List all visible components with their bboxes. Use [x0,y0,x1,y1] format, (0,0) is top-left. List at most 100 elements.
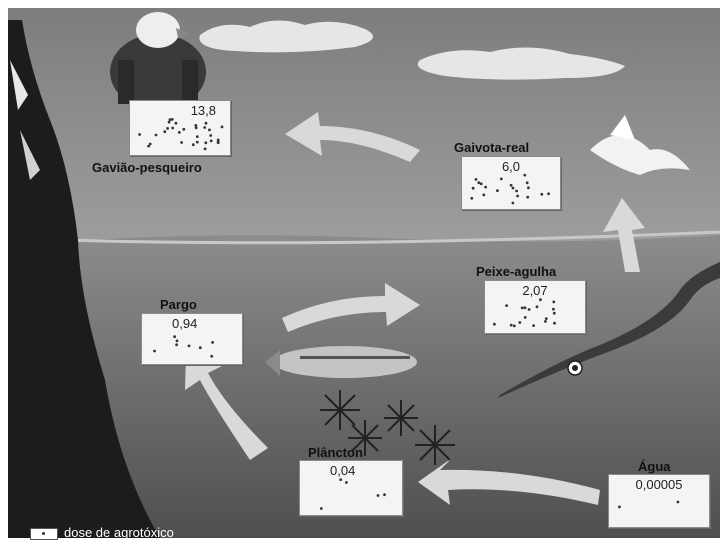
dose-dot [484,186,487,189]
dose-dot [523,174,526,177]
dose-dot [339,478,342,481]
dose-dot [163,130,166,133]
dose-dot [477,181,480,184]
node-value: 0,94 [142,316,242,331]
node-value: 0,04 [300,463,402,478]
node-label: Gavião-pesqueiro [92,160,202,175]
dose-dot [510,324,513,327]
dose-dot [496,189,499,192]
node-box-pargo: 0,94 [141,313,243,365]
node-box-gaviao: 13,8 [129,100,231,156]
node-label: Peixe-agulha [476,264,556,279]
dose-dot [472,187,475,190]
dose-dot [180,141,183,144]
dose-dot [513,325,516,328]
dose-dot [221,126,224,129]
node-value: 6,0 [462,159,560,174]
dose-dot [516,195,519,198]
dose-dot [195,126,198,129]
dose-dot [526,181,529,184]
dose-dot [482,194,485,197]
node-label: Água [638,459,671,474]
dose-dot [178,131,181,134]
dose-dot [173,335,176,338]
dose-dot [553,312,556,315]
dose-dot [217,139,220,142]
dose-dot [188,345,191,348]
dose-dot [552,301,555,304]
dose-dot [208,129,211,132]
legend-swatch [30,528,58,540]
dose-dot [510,184,513,187]
dose-dot [540,193,543,196]
dose-dot [677,501,680,504]
dose-dot [203,126,206,129]
dose-dot [553,322,556,325]
dose-dot [524,306,527,309]
cloud-icon [199,20,373,52]
dose-dot [175,122,178,125]
dose-dot [205,122,208,125]
dose-dot [204,141,207,144]
dose-dot [209,134,212,137]
dose-dot [168,121,171,124]
dose-dot [211,341,214,344]
dose-dot [171,127,174,130]
dose-dot [524,316,527,319]
dose-dot [536,305,539,308]
dose-dot [149,143,152,146]
dose-dot [500,178,503,181]
dose-dot [527,186,530,189]
dose-dot [217,141,220,144]
dose-dot [526,196,529,199]
node-box-plancton: 0,04 [299,460,403,516]
dose-dot [210,140,213,143]
node-label: Plâncton [308,445,363,460]
dose-dot [470,197,473,200]
dose-dot [175,343,178,346]
dose-dot [176,340,179,343]
dose-dot [345,481,348,484]
dose-dot [155,134,158,137]
dose-dot [138,133,141,136]
legend-text: dose de agrotóxico [64,525,174,540]
node-value: 2,07 [485,283,585,298]
dose-dot [153,350,156,353]
dose-dot [512,202,515,205]
node-value: 0,00005 [609,477,709,492]
dose-dot [196,141,199,144]
dose-dot [204,148,207,151]
dose-dot [539,298,542,301]
dose-dot [480,182,483,185]
node-box-peixe: 2,07 [484,280,586,334]
node-box-gaivota: 6,0 [461,156,561,210]
dose-dot [192,143,195,146]
dose-dot [320,507,323,510]
dose-dot [552,308,555,311]
dose-dot [518,321,521,324]
dose-dot [493,323,496,326]
dose-dot [196,135,199,138]
node-label: Pargo [160,297,197,312]
dose-dot [512,187,515,190]
dose-dot [528,308,531,311]
dose-dot [377,494,380,497]
dose-dot [475,178,478,181]
dose-dot [505,304,508,307]
legend: dose de agrotóxico [0,522,300,542]
node-value: 13,8 [130,103,230,118]
dose-dot [544,320,547,323]
dose-dot [547,192,550,195]
dose-dot [521,307,524,310]
dose-dot [182,128,185,131]
node-box-agua: 0,00005 [608,474,710,528]
dose-dot [194,124,197,127]
dose-dot [545,317,548,320]
dose-dot [618,506,621,509]
dose-dot [199,346,202,349]
dose-dot [383,493,386,496]
dose-dot [166,127,169,130]
dose-dot [515,190,518,193]
node-label: Gaivota-real [454,140,529,155]
